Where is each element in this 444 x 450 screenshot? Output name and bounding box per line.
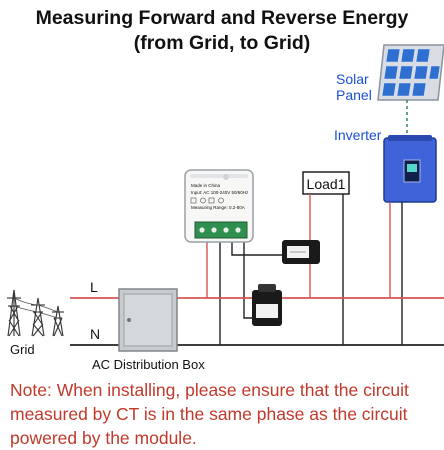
load-box [302, 171, 350, 195]
module-text-3: Measuring Range: 0.2-80A [191, 205, 245, 210]
grid-label: Grid [10, 342, 35, 357]
load-label: Load1 [307, 176, 346, 192]
installation-note: Note: When installing, please ensure tha… [10, 378, 438, 450]
module-text-2: Input: AC 100-240V 50/60Hz [191, 190, 249, 195]
energy-meter-module: Made in China Input: AC 100-240V 50/60Hz… [184, 169, 254, 243]
title-line1: Measuring Forward and Reverse Energy [36, 7, 409, 29]
solar-panel-label-2: Panel [336, 87, 372, 103]
note-text: When installing, please ensure that the … [10, 380, 409, 448]
inverter-icon [383, 135, 437, 203]
title-line2: (from Grid, to Grid) [134, 32, 311, 54]
ac-box-label: AC Distribution Box [92, 357, 205, 372]
transmission-towers-icon [7, 289, 64, 337]
ct-clamp-grid-icon [252, 284, 282, 326]
module-text-1: Made in China [191, 183, 221, 188]
ac-distribution-box-icon [118, 288, 178, 352]
note-lead: Note: [10, 380, 52, 400]
solar-panel-label-1: Solar [336, 71, 369, 87]
solar-panel-icon [377, 44, 444, 101]
line-l-label: L [90, 279, 98, 295]
ct-clamp-load-icon [282, 240, 320, 264]
inverter-label: Inverter [334, 127, 382, 143]
line-n-label: N [90, 326, 100, 342]
